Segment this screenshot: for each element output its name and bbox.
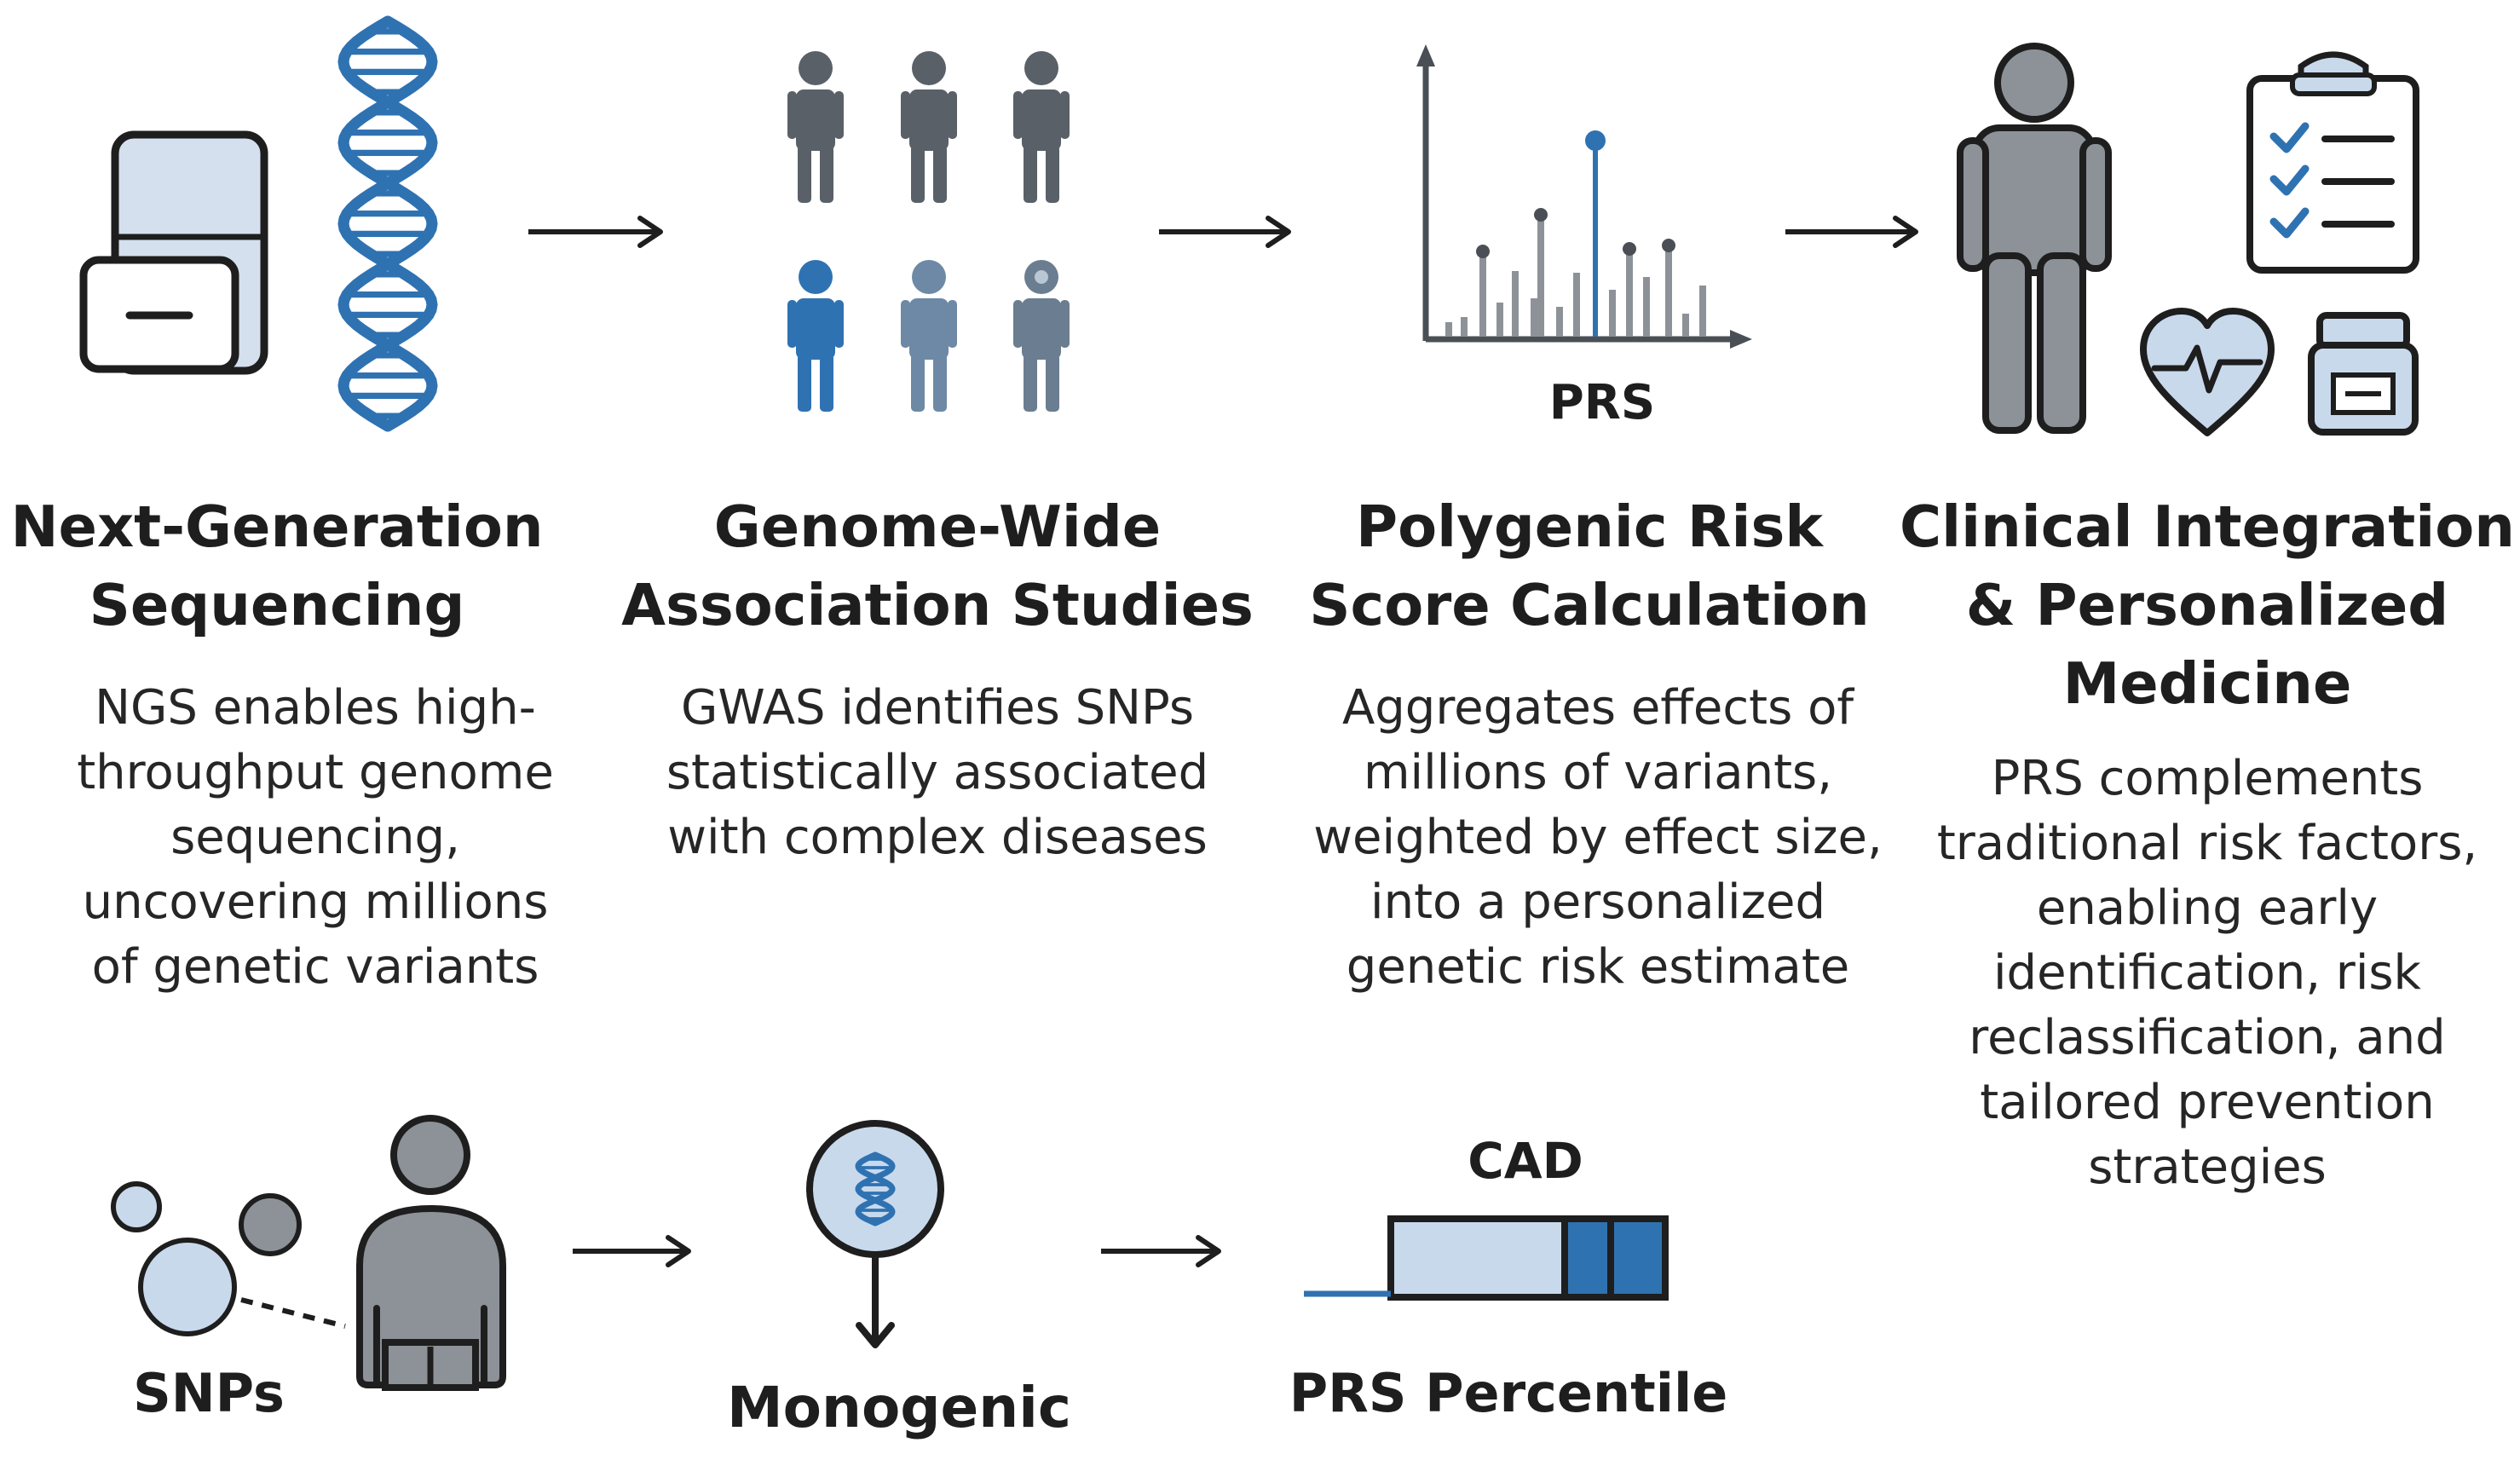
dna-helix-icon [337, 15, 438, 432]
step-description-ngs-line: sequencing, [170, 810, 460, 865]
step-description-ngs-line: uncovering millions [82, 874, 549, 930]
step-description-prs-line: Aggregates effects of [1341, 680, 1854, 736]
step-title-gwas-line: Genome-Wide [713, 493, 1162, 560]
clipboard-checklist-icon [2246, 51, 2419, 274]
step-description-prs-line: genetic risk estimate [1346, 939, 1850, 995]
step-description-clinical-line: identification, risk [1992, 945, 2421, 1001]
step-description-ngs-line: throughput genome [77, 745, 554, 800]
step-description-clinical-line: strategies [2088, 1140, 2327, 1195]
step-title-clinical-line: & Personalized [1965, 572, 2449, 638]
cad-label: CAD [1468, 1132, 1583, 1190]
dna-magnifier-icon [806, 1120, 944, 1348]
medication-jar-icon [2308, 312, 2419, 436]
step-description-gwas: GWAS identifies SNPs statistically associ… [614, 676, 1261, 870]
step-description-ngs-line: NGS enables high- [95, 680, 536, 736]
step-description-ngs-line: of genetic variants [91, 939, 539, 995]
sequencer-icon [79, 130, 268, 375]
step-description-gwas-line: statistically associated [666, 745, 1209, 800]
step-title-clinical-line: Clinical Integration [1899, 493, 2516, 560]
monogenic-label: Monogenic [726, 1375, 1072, 1440]
step-description-prs: Aggregates effects of millions of variant… [1278, 676, 1917, 1000]
step-description-clinical-line: PRS complements [1991, 751, 2424, 806]
patient-icon [1957, 43, 2112, 434]
snps-label: SNPs [133, 1362, 285, 1424]
step-title-prs-line: Polygenic Risk [1356, 493, 1823, 560]
step-description-clinical-line: tailored prevention [1980, 1075, 2435, 1130]
step-title-ngs-line: Sequencing [89, 572, 465, 638]
flow-arrow-1 [528, 216, 663, 248]
flow-arrow-3 [1785, 216, 1918, 248]
heart-pulse-icon [2140, 308, 2275, 436]
step-description-clinical: PRS complements traditional risk factors,… [1913, 747, 2501, 1200]
step-title-gwas-line: Association Studies [621, 572, 1254, 638]
step-title-clinical-line: Medicine [2062, 650, 2352, 717]
population-icon [787, 51, 1070, 412]
prs-chart-icon [1416, 44, 1752, 349]
step-description-prs-line: weighted by effect size, [1313, 810, 1883, 865]
step-title-ngs-line: Next-Generation [10, 493, 544, 560]
flow-arrow-4 [573, 1235, 691, 1267]
step-title-prs-line: Score Calculation [1309, 572, 1870, 638]
step-description-clinical-line: reclassification, and [1969, 1010, 2446, 1065]
snp-person-icon [111, 1115, 506, 1391]
step-description-prs-line: into a personalized [1370, 874, 1825, 930]
cad-percentile-bar-icon [1304, 1215, 1669, 1301]
flow-arrow-2 [1159, 216, 1291, 248]
flow-arrow-5 [1101, 1235, 1221, 1267]
step-description-gwas-line: with complex diseases [667, 810, 1208, 865]
step-description-clinical-line: traditional risk factors, [1936, 816, 2478, 871]
step-description-ngs: NGS enables high-throughput genome sequen… [26, 676, 605, 1000]
step-description-gwas-line: GWAS identifies SNPs [680, 680, 1195, 736]
prs-chart-label: PRS [1548, 375, 1656, 430]
step-description-clinical-line: enabling early [2036, 880, 2379, 936]
prs-percentile-label: PRS Percentile [1289, 1362, 1728, 1424]
step-description-prs-line: millions of variants, [1363, 745, 1833, 800]
